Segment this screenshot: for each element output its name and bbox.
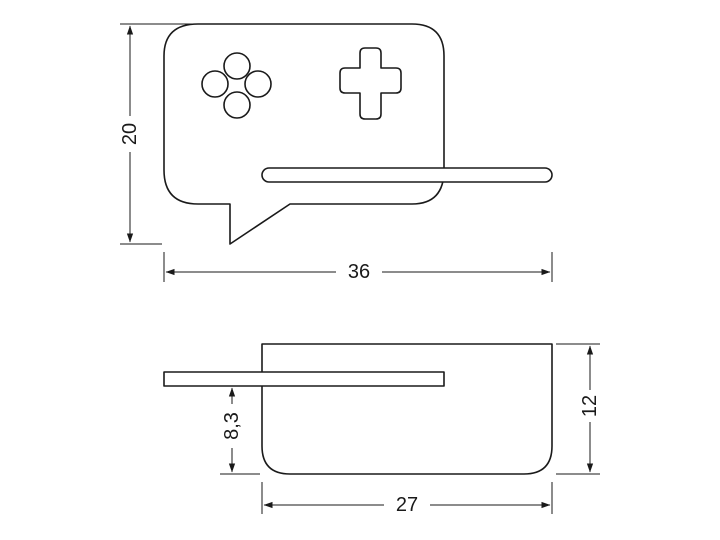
depth-label: 12	[579, 395, 601, 417]
round-buttons-icon	[201, 52, 272, 119]
dpad-cross-icon	[339, 47, 402, 120]
shelf-board-side	[163, 371, 445, 387]
shelf-board-front	[261, 167, 553, 183]
shelf-height-label: 8,3	[221, 412, 243, 440]
side-body-outline	[261, 343, 553, 475]
front-view: 20 36	[118, 23, 553, 284]
side-view: 8,3 12 27	[163, 343, 602, 517]
width-label-bottom: 27	[396, 494, 418, 516]
width-label-top: 36	[348, 261, 370, 283]
speech-bubble-outline	[163, 23, 445, 245]
height-label-top: 20	[119, 123, 141, 145]
